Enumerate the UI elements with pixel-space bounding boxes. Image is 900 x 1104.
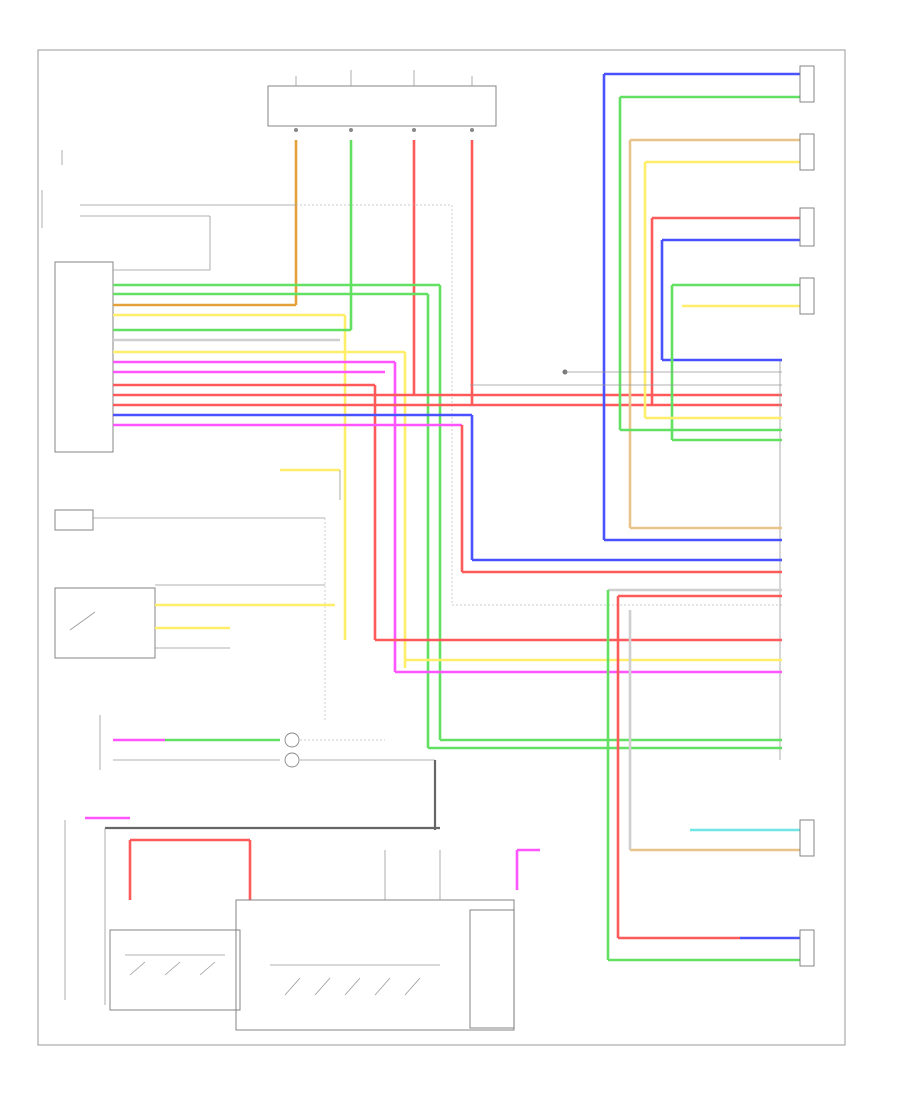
rear-right-speaker-group [650,207,815,405]
steering-switch-right [235,848,540,1031]
steering-switch-left [109,838,252,1011]
rear-left-speaker-group [670,277,815,442]
antenna-amp [54,509,326,720]
audio-unit-box [54,261,114,453]
top-left-connector [41,150,211,271]
fuse-block [267,70,497,132]
diagram-frame [37,49,846,1046]
clock-spring [99,715,435,770]
audio-harness [113,283,782,748]
ignition-switch [54,584,335,659]
steering-switch-harness [64,760,440,1005]
right-tweeter-group [608,594,815,967]
front-right-speaker-group [628,133,815,528]
front-left-speaker-group [602,65,815,540]
main-connector [375,360,782,760]
left-tweeter-group [606,588,815,960]
